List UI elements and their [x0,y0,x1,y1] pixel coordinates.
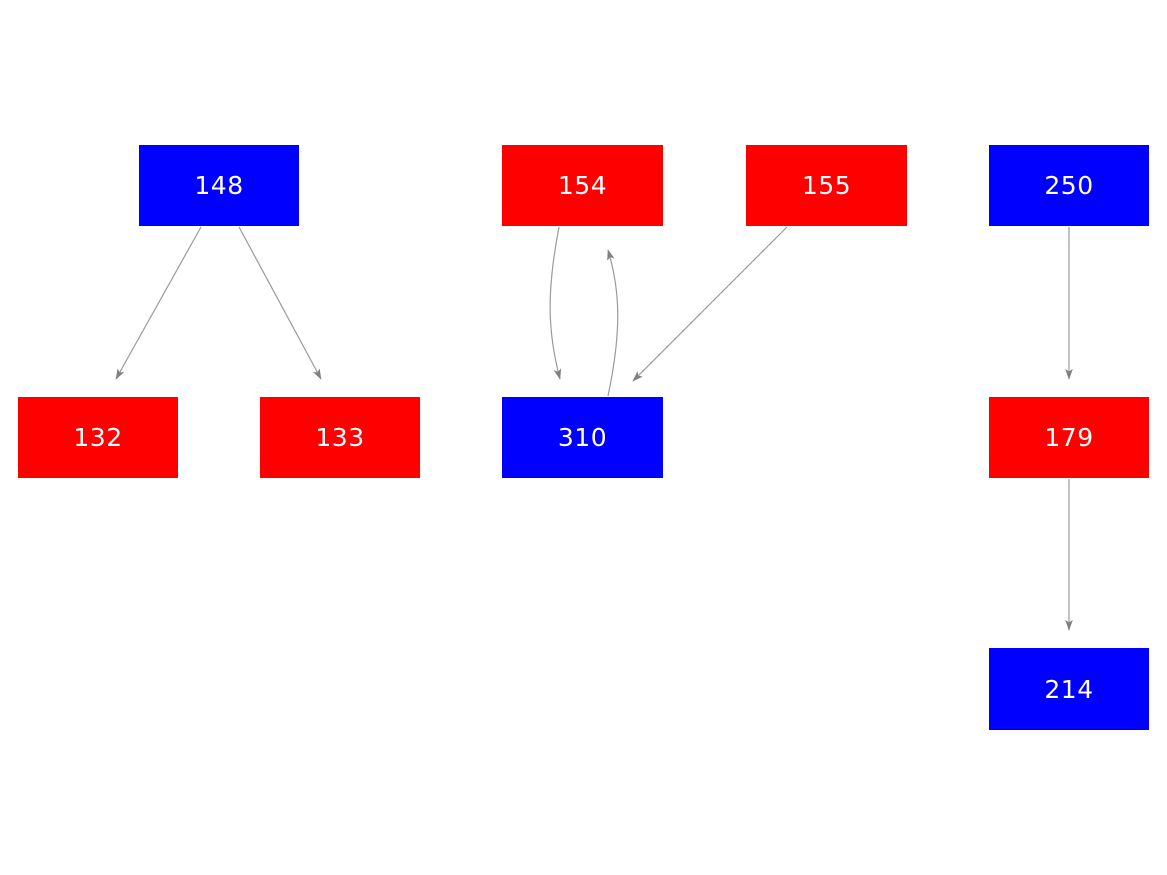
node-label: 179 [1044,423,1094,452]
graph-edge-155-to-310 [632,226,788,382]
graph-node-250[interactable]: 250 [989,145,1149,226]
node-label: 155 [801,171,852,200]
node-label: 310 [557,423,608,452]
graph-node-310[interactable]: 310 [502,397,663,478]
node-label: 250 [1044,171,1094,200]
node-label: 214 [1044,674,1094,704]
graph-node-179[interactable]: 179 [989,397,1149,478]
graph-node-155[interactable]: 155 [746,145,907,226]
graph-edge-148-to-133 [238,226,322,380]
graph-node-214[interactable]: 214 [989,648,1149,730]
graph-edge-310-to-154 [607,249,619,397]
graph-edge-148-to-132 [115,226,202,380]
graph-node-148[interactable]: 148 [139,145,299,226]
graph-node-133[interactable]: 133 [260,397,420,478]
graph-node-132[interactable]: 132 [18,397,178,478]
graph-edge-154-to-310 [549,226,562,380]
node-label: 154 [557,171,608,200]
node-label: 132 [73,423,123,452]
node-label: 133 [315,423,365,452]
graph-node-154[interactable]: 154 [502,145,663,226]
node-label: 148 [194,171,244,200]
